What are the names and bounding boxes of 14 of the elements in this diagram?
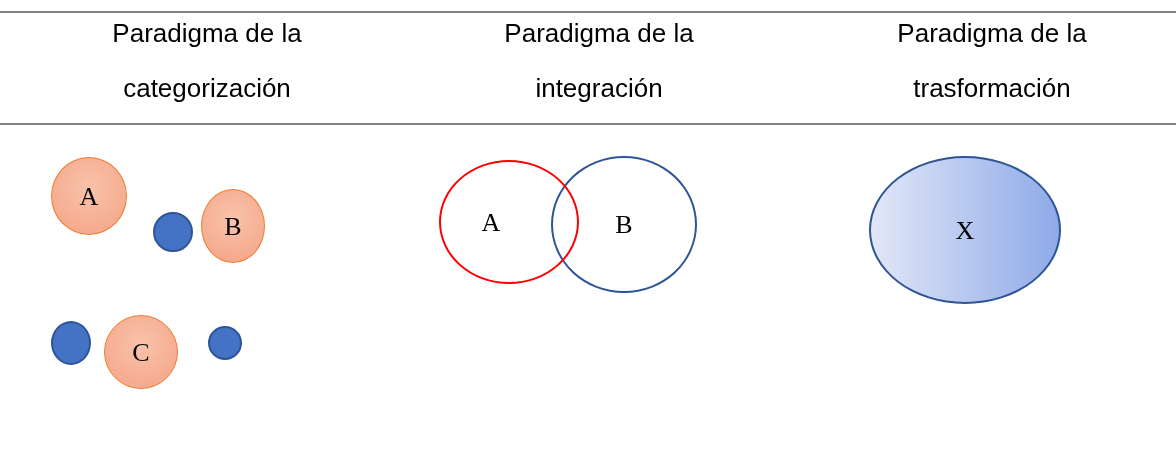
node-letter: B	[224, 210, 242, 243]
column-header: Paradigma de la categorización	[111, 17, 303, 105]
small-circle	[153, 212, 193, 252]
small-circle	[208, 326, 242, 360]
small-circle	[51, 321, 91, 365]
venn-circle	[551, 156, 697, 293]
column-header: Paradigma de la trasformación	[896, 17, 1088, 105]
node-letter: A	[481, 206, 501, 239]
venn-circle	[439, 160, 579, 284]
column-header: Paradigma de la integración	[503, 17, 695, 105]
node-letter: B	[615, 209, 633, 241]
node-letter: C	[132, 336, 150, 369]
node-letter: A	[79, 180, 99, 213]
node-letter: X	[955, 214, 975, 247]
